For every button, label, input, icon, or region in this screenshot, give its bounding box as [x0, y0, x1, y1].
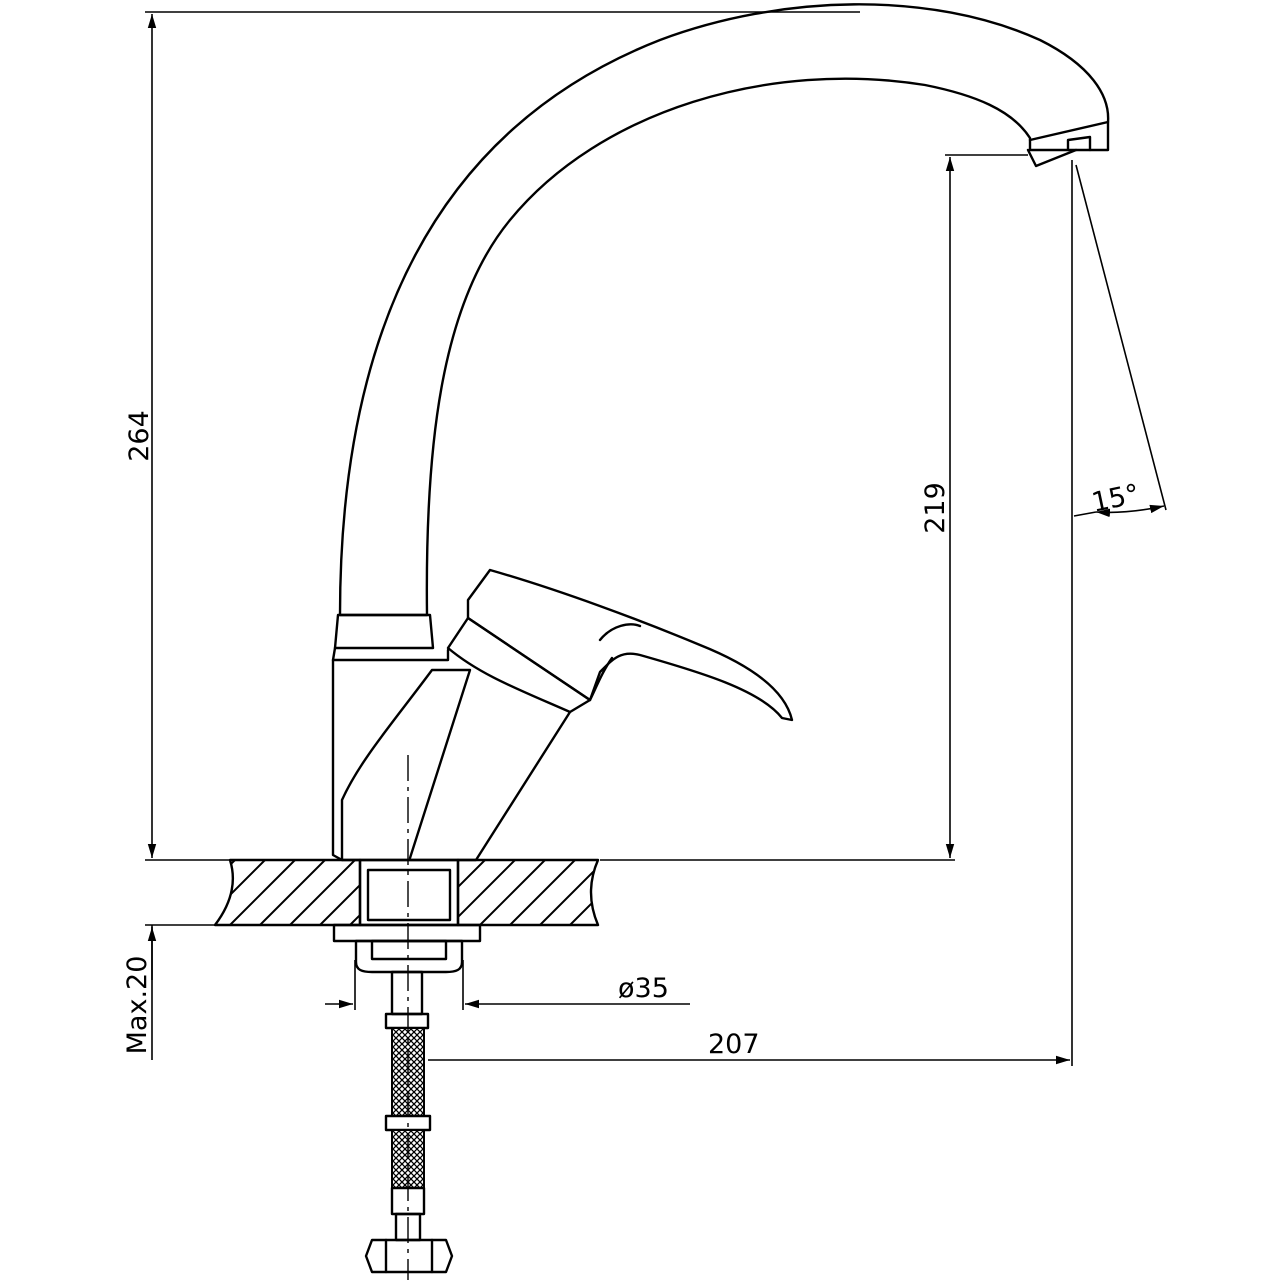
- washer-plate: [332, 923, 482, 943]
- faucet-body: [331, 3, 1110, 862]
- spout: [338, 3, 1110, 617]
- spout-collar: [333, 613, 435, 650]
- fixing-assembly: [332, 923, 482, 1030]
- countertop-section: [213, 858, 600, 927]
- swivel-angle-label: 15°: [1089, 479, 1142, 519]
- faucet-base: [331, 658, 572, 862]
- max-thickness-label: Max.20: [122, 956, 153, 1055]
- reach-label: 207: [708, 1029, 760, 1060]
- dimension-total-height: 264: [124, 11, 860, 861]
- countertop-hatch-left: [215, 860, 360, 925]
- dimension-spout-height: 219: [600, 154, 1028, 861]
- supply-hose: [364, 1027, 454, 1274]
- dimension-counter-thickness: Max.20: [122, 924, 215, 1060]
- countertop-hatch-right: [458, 860, 598, 925]
- dimension-hole-diameter: ø35: [325, 960, 690, 1010]
- lever-handle: [466, 568, 794, 722]
- hose-hex-nut: [364, 1238, 454, 1274]
- fixing-nut: [370, 939, 448, 961]
- spout-height-label: 219: [920, 482, 951, 534]
- dimension-reach: 207: [428, 160, 1073, 1066]
- hole-diameter-label: ø35: [618, 973, 669, 1004]
- dimension-swivel-angle: 15°: [1073, 164, 1167, 519]
- cartridge-housing: [446, 616, 592, 714]
- total-height-label: 264: [124, 410, 155, 462]
